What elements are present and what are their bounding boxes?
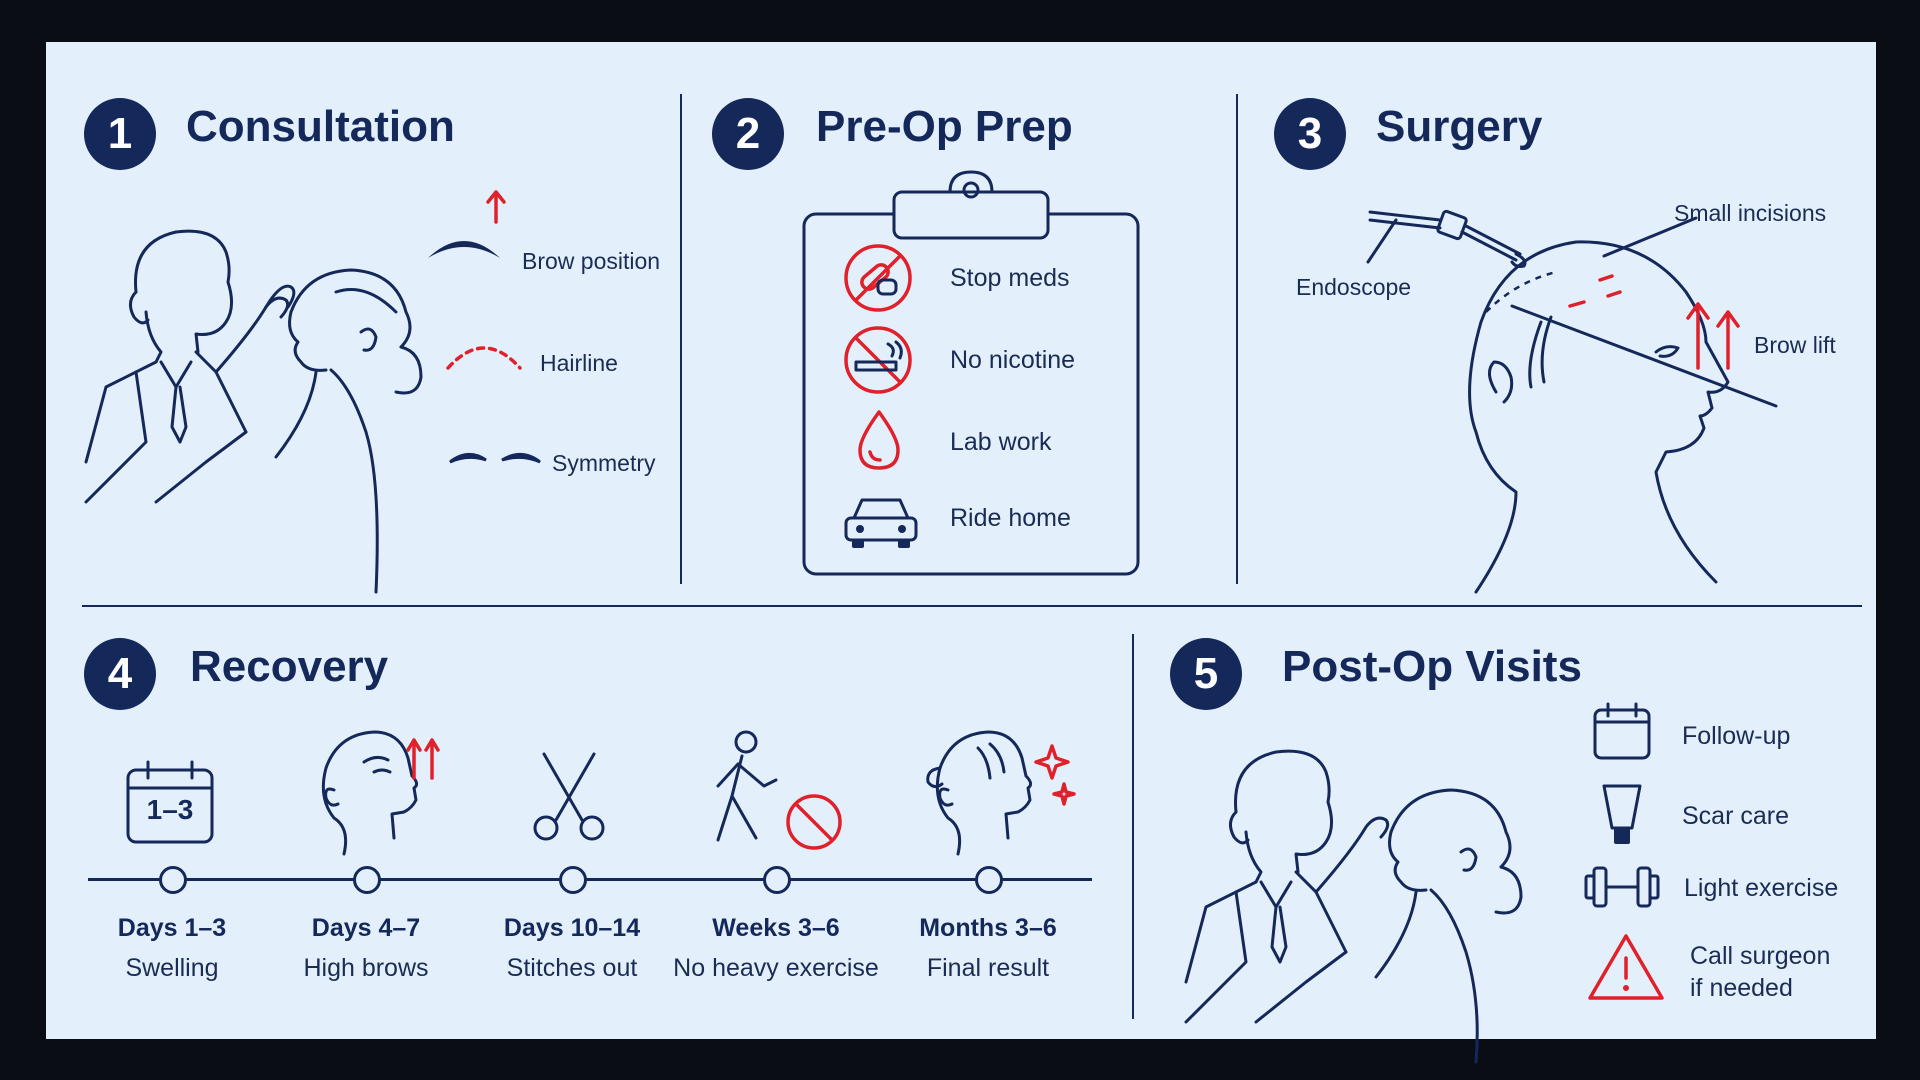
call-surgeon-label: Call surgeon [1690, 942, 1831, 970]
if-needed-label: if needed [1690, 974, 1793, 1002]
calendar-icon [126, 760, 214, 844]
step-3-badge: 3 [1274, 98, 1346, 170]
endoscope-label: Endoscope [1296, 274, 1412, 300]
timeline-dot [559, 866, 587, 894]
timeline-dot [763, 866, 791, 894]
hairline-label: Hairline [540, 350, 618, 376]
blood-drop-icon [858, 410, 900, 470]
timeline-dot [353, 866, 381, 894]
timeline-period: Days 10–14 [503, 914, 641, 942]
step-4-title: Recovery [190, 642, 389, 691]
timeline-desc: High brows [303, 954, 429, 982]
follow-up-label: Follow-up [1682, 722, 1791, 750]
divider-horizontal [82, 605, 1862, 607]
timeline-desc: Stitches out [506, 954, 638, 982]
walking-person-icon [716, 730, 842, 850]
surgery-head-illustration [1468, 240, 1730, 594]
brow-lift-label: Brow lift [1754, 332, 1836, 358]
ride-home-label: Ride home [950, 504, 1071, 532]
calendar-text: 1–3 [146, 794, 194, 825]
brow-lift-arrows-icon [1686, 302, 1740, 370]
followup-illustration [1184, 749, 1523, 1064]
infographic-panel: 1 Consultation Brow position Hairline S [46, 42, 1876, 1064]
endoscope-icon [1366, 209, 1527, 268]
brow-position-label: Brow position [522, 248, 661, 274]
step-2-title: Pre-Op Prep [816, 102, 1073, 151]
timeline-period: Days 1–3 [117, 914, 227, 942]
clipboard-icon [802, 170, 1140, 576]
divider-1 [680, 94, 682, 584]
divider-2 [1236, 94, 1238, 584]
timeline-desc: Swelling [125, 954, 219, 982]
step-1-badge: 1 [84, 98, 156, 170]
timeline-period: Days 4–7 [311, 914, 421, 942]
step-2-badge: 2 [712, 98, 784, 170]
timeline-period: Months 3–6 [919, 914, 1057, 942]
dumbbell-icon [1584, 866, 1660, 908]
step-5-badge: 5 [1170, 638, 1242, 710]
step-5-title: Post-Op Visits [1282, 642, 1582, 691]
hairline-icon [446, 346, 522, 370]
no-smoking-icon [844, 326, 912, 394]
warning-icon [1588, 934, 1664, 1000]
timeline-dot [159, 866, 187, 894]
incision-marks [1510, 216, 1778, 408]
divider-3 [1132, 634, 1134, 1019]
scissors-icon [533, 752, 605, 841]
timeline-dot [975, 866, 1003, 894]
step-1-title: Consultation [186, 102, 455, 151]
lab-work-label: Lab work [950, 428, 1052, 456]
step-4-badge: 4 [84, 638, 156, 710]
small-incisions-label: Small incisions [1674, 200, 1827, 226]
timeline-desc: Final result [926, 954, 1050, 982]
timeline-desc: No heavy exercise [673, 954, 879, 982]
symmetry-label: Symmetry [552, 450, 656, 476]
step-3-title: Surgery [1376, 102, 1543, 151]
scar-care-label: Scar care [1682, 802, 1789, 830]
recovery-timeline [88, 878, 1092, 881]
stop-meds-label: Stop meds [950, 264, 1070, 292]
cream-tube-icon [1602, 784, 1642, 844]
calendar-icon [1593, 702, 1651, 760]
face-final-result-icon [926, 730, 1076, 856]
doctor-patient-illustration [84, 229, 423, 594]
brow-arch-icon [428, 190, 506, 258]
no-nicotine-label: No nicotine [950, 346, 1076, 374]
car-icon [844, 498, 918, 548]
symmetry-brows-icon [449, 453, 541, 464]
timeline-period: Weeks 3–6 [712, 914, 840, 942]
light-exercise-label: Light exercise [1684, 874, 1839, 902]
face-high-brows-icon [321, 730, 440, 856]
no-pills-icon [844, 244, 912, 312]
